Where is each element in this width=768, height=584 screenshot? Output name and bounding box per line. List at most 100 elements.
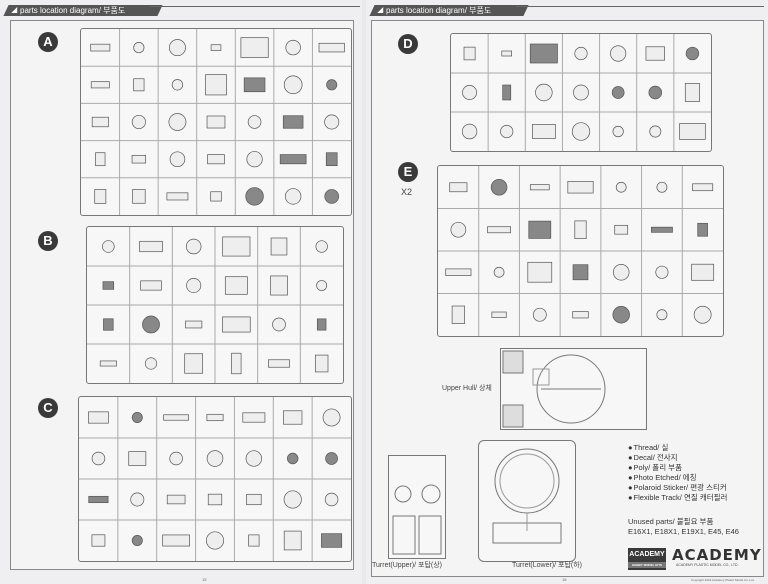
sprue-parts-drawing — [81, 29, 351, 215]
part-wheel — [130, 492, 145, 507]
unused-parts-list: E16X1, E18X1, E19X1, E45, E46 — [628, 527, 739, 536]
part — [679, 123, 706, 140]
upper-hull-drawing — [502, 350, 606, 428]
part-wheel — [245, 450, 263, 467]
part-wheel — [131, 535, 143, 546]
part — [162, 534, 190, 547]
part-wheel — [316, 280, 328, 291]
part-wheel — [315, 240, 328, 253]
part-wheel — [324, 492, 339, 507]
sprue-a — [80, 28, 352, 216]
part — [529, 43, 558, 64]
part-wheel — [131, 412, 143, 423]
part — [529, 184, 550, 191]
part-wheel — [612, 125, 624, 138]
part — [224, 276, 248, 295]
part — [103, 318, 114, 331]
part — [651, 226, 673, 233]
part — [487, 226, 511, 234]
sprue-c-label: C — [38, 398, 58, 418]
part — [166, 192, 189, 201]
part-wheel — [142, 315, 160, 334]
part — [321, 533, 343, 548]
part — [318, 42, 345, 53]
part-wheel — [532, 307, 547, 322]
part-wheel — [571, 122, 591, 141]
part — [283, 530, 302, 551]
part — [184, 353, 204, 374]
turret-upper-drawing — [392, 484, 442, 555]
left-header: parts location diagram/ 부품도 — [3, 5, 163, 16]
sprue-d-label: D — [398, 34, 418, 54]
part — [316, 318, 327, 331]
part — [207, 493, 223, 506]
part — [645, 46, 665, 61]
part-wheel — [656, 181, 668, 193]
part-wheel — [245, 187, 264, 206]
copyright: Copyright 2023 Academy Plastic Model Co.… — [691, 578, 755, 582]
part-wheel — [574, 46, 588, 61]
sprue-e-label: E — [398, 162, 418, 182]
part — [528, 220, 552, 239]
part — [242, 412, 266, 423]
part — [572, 311, 589, 319]
sprue-b-label: B — [38, 231, 58, 251]
part-wheel — [656, 309, 668, 321]
part — [246, 493, 262, 506]
part — [91, 534, 106, 547]
part-wheel — [206, 450, 224, 467]
legend: Thread/ 실 Decal/ 전사지 Poly/ 폴리 부품 Photo E… — [628, 443, 728, 503]
part — [206, 413, 224, 422]
part-wheel — [102, 240, 115, 253]
part-wheel — [205, 531, 225, 550]
turret-lower-label: Turret(Lower)/ 포탑(하) — [512, 562, 583, 569]
part-wheel — [685, 46, 700, 61]
part — [140, 280, 162, 291]
part-wheel — [611, 86, 625, 99]
part — [95, 152, 106, 167]
part-wheel — [648, 85, 663, 100]
part-wheel — [490, 178, 508, 196]
part-wheel — [493, 266, 505, 278]
part — [614, 224, 629, 235]
part — [90, 43, 111, 52]
turret-upper-diagram — [388, 455, 446, 559]
company-name: ACADEMY PLASTIC MODEL CO., LTD. — [676, 563, 739, 567]
sprue-parts-drawing — [87, 227, 343, 383]
legend-item: Poly/ 폴리 부품 — [628, 463, 727, 473]
left-header-title: parts location diagram/ 부품도 — [20, 6, 126, 15]
part — [325, 152, 338, 167]
part — [91, 116, 109, 128]
legend-item: Polaroid Sticker/ 편광 스티커 — [628, 483, 727, 493]
part — [314, 354, 329, 373]
part-wheel — [326, 79, 338, 91]
part — [222, 316, 251, 333]
part — [139, 240, 163, 253]
part — [574, 220, 587, 239]
part — [210, 44, 222, 51]
part-wheel — [461, 123, 478, 140]
part — [207, 154, 225, 165]
part — [491, 311, 507, 318]
right-header-title: parts location diagram/ 부품도 — [386, 6, 492, 15]
part-wheel — [246, 151, 263, 168]
turret-lower-drawing — [492, 448, 562, 544]
part — [270, 275, 288, 296]
part-wheel — [185, 238, 202, 255]
part — [206, 115, 226, 129]
part-wheel — [612, 264, 630, 281]
sprue-e-quantity: X2 — [401, 187, 413, 197]
sprue-e — [437, 165, 724, 337]
part — [527, 261, 553, 283]
part — [283, 410, 303, 425]
header-rule — [516, 6, 764, 7]
part-wheel — [133, 42, 145, 54]
legend-item: Decal/ 전사지 — [628, 453, 727, 463]
part — [128, 451, 147, 466]
part — [531, 124, 556, 139]
part — [133, 78, 145, 92]
header-rule — [150, 6, 360, 7]
part — [243, 77, 266, 93]
part-wheel — [324, 189, 340, 204]
